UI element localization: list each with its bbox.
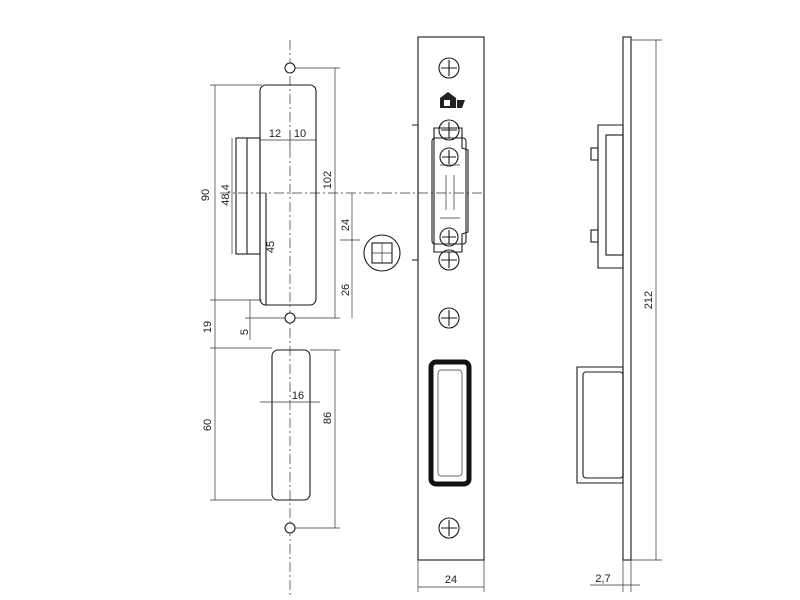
mounting-hole-top <box>284 62 296 74</box>
height-dimension <box>590 39 662 592</box>
dim-label-48-4: 48,4 <box>220 184 232 205</box>
keeper-bracket <box>433 127 469 253</box>
side-plate <box>622 36 632 561</box>
dim-label-102: 102 <box>322 171 334 189</box>
dim-label-60: 60 <box>202 419 214 431</box>
latch-opening-inner <box>437 369 463 477</box>
dim-label-10: 10 <box>294 128 306 140</box>
mounting-hole-middle <box>284 312 296 324</box>
dim-label-12: 12 <box>269 128 281 140</box>
dim-label-26: 26 <box>340 284 352 296</box>
keeper-screw-top <box>590 147 599 161</box>
strike-plate-front-view: 24 <box>412 36 485 592</box>
width-dimension <box>417 560 485 592</box>
square-spindle-icon <box>363 234 401 272</box>
dim-label-212: 212 <box>643 291 655 309</box>
mounting-hole-bottom <box>284 522 296 534</box>
inner-pocket <box>235 137 261 255</box>
keeper-screw-bottom <box>590 229 599 243</box>
screw-icon <box>438 57 460 539</box>
upper-cutout <box>259 84 317 306</box>
strike-plate-side-view: 212 2,7 <box>576 36 662 592</box>
dim-label-16: 16 <box>292 390 304 402</box>
latch-opening <box>428 359 472 487</box>
dim-label-45: 45 <box>265 241 277 253</box>
box-profile-inner <box>582 371 624 479</box>
faceplate <box>417 36 485 561</box>
dim-label-2-7: 2,7 <box>595 573 610 585</box>
brand-logo-icon <box>440 92 465 108</box>
keeper-profile-upper <box>597 124 624 269</box>
dim-label-24-width: 24 <box>445 574 457 586</box>
dimension-lines-left <box>210 67 360 529</box>
dim-label-5: 5 <box>239 329 251 335</box>
keeper-latch-detail <box>440 164 460 219</box>
cutout-template-view: 90 48,4 12 10 102 45 24 26 19 5 60 16 86 <box>200 40 485 595</box>
keeper-profile-inner <box>605 134 624 256</box>
box-profile <box>576 366 624 484</box>
keeper-back-edge <box>412 124 419 261</box>
lower-cutout <box>271 349 311 501</box>
dim-label-86: 86 <box>322 412 334 424</box>
dim-label-90: 90 <box>200 189 212 201</box>
dim-label-19: 19 <box>202 321 214 333</box>
dim-label-24-center: 24 <box>340 219 352 231</box>
